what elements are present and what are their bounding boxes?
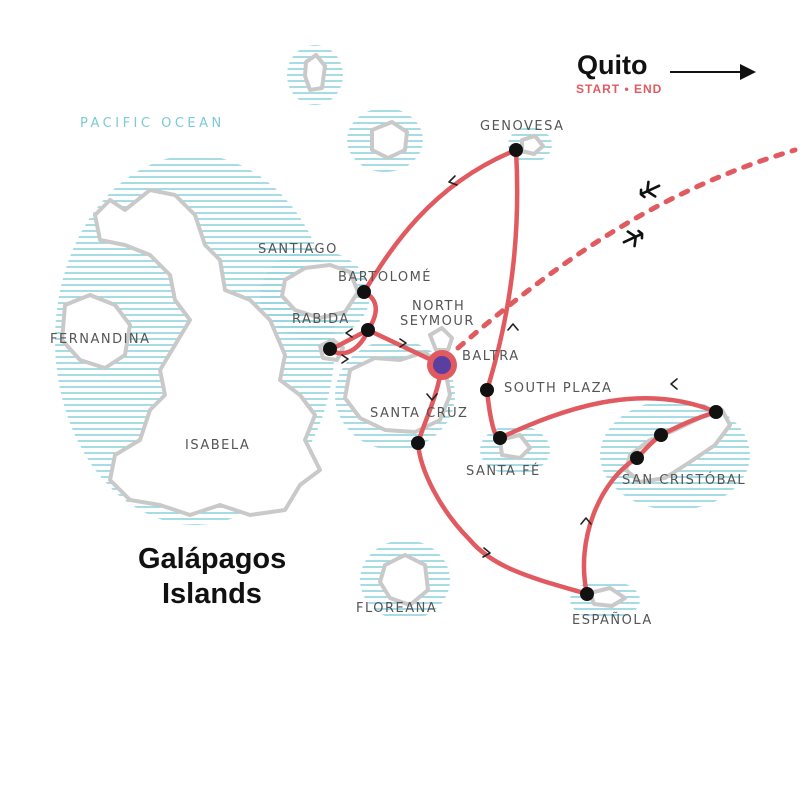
start-end-marker <box>427 350 457 380</box>
stop-san-cristobal-2 <box>654 428 668 442</box>
direction-chevrons <box>341 175 678 558</box>
santa-fe-island <box>498 433 532 460</box>
label-san-cristobal: SAN CRISTÓBAL <box>622 472 746 488</box>
map-title: Galápagos Islands <box>138 543 286 610</box>
title-line-2: Islands <box>162 578 262 610</box>
chevron-icon <box>448 175 458 186</box>
label-santa-cruz: SANTA CRUZ <box>370 406 468 421</box>
airplane-icon <box>622 229 644 248</box>
label-north-seymour-1: NORTH <box>412 299 465 314</box>
isabela-island <box>93 188 322 517</box>
label-santa-fe: SANTA FÉ <box>466 463 541 479</box>
stop-san-cristobal-1 <box>709 405 723 419</box>
stop-rabida <box>323 342 337 356</box>
stop-san-cristobal-3 <box>630 451 644 465</box>
chevron-icon <box>482 547 491 558</box>
label-santiago: SANTIAGO <box>258 242 338 257</box>
label-rabida: RABIDA <box>292 312 350 327</box>
espanola-island <box>588 586 627 608</box>
label-espanola: ESPAÑOLA <box>572 612 653 628</box>
stop-genovesa <box>509 143 523 157</box>
stop-santa-cruz <box>411 436 425 450</box>
islands <box>60 53 732 608</box>
title-line-1: Galápagos <box>138 543 286 575</box>
chevron-icon <box>426 393 438 401</box>
pinta-island <box>303 53 327 92</box>
stop-santiago <box>361 323 375 337</box>
label-fernandina: FERNANDINA <box>50 332 151 347</box>
fernandina-island <box>60 293 132 370</box>
marchena-island <box>370 120 409 160</box>
chevron-icon <box>670 378 678 390</box>
gateway-city-name: Quito <box>577 50 647 80</box>
label-isabela: ISABELA <box>185 438 250 453</box>
ocean-label: PACIFIC OCEAN <box>80 116 225 131</box>
santiago-island <box>280 263 360 320</box>
arrow-right-icon <box>670 64 756 80</box>
chevron-icon <box>507 323 519 331</box>
floreana-island <box>378 553 430 607</box>
santa-cruz-island <box>343 350 452 434</box>
stop-south-plaza <box>480 383 494 397</box>
chevron-icon <box>399 338 407 348</box>
chevron-icon <box>580 517 592 525</box>
gateway-tag: START • END <box>576 82 662 96</box>
label-genovesa: GENOVESA <box>480 119 565 134</box>
label-baltra: BALTRA <box>462 349 520 364</box>
route-stops <box>323 143 723 601</box>
gateway-city: Quito START • END <box>576 50 756 96</box>
chevron-icon <box>341 354 349 364</box>
baltra-island <box>428 326 454 352</box>
label-floreana: FLOREANA <box>356 601 437 616</box>
label-south-plaza: SOUTH PLAZA <box>504 381 612 396</box>
chevron-icon <box>345 328 353 338</box>
stop-santa-fe <box>493 431 507 445</box>
cruise-route <box>327 147 719 597</box>
stop-espanola <box>580 587 594 601</box>
stop-bartolome <box>357 285 371 299</box>
label-north-seymour-2: SEYMOUR <box>400 314 475 329</box>
flight-path <box>455 147 798 351</box>
airplane-icon <box>639 180 661 199</box>
label-bartolome: BARTOLOMÉ <box>338 269 432 285</box>
labels: PACIFIC OCEAN GENOVESA SANTIAGO BARTOLOM… <box>50 116 746 628</box>
